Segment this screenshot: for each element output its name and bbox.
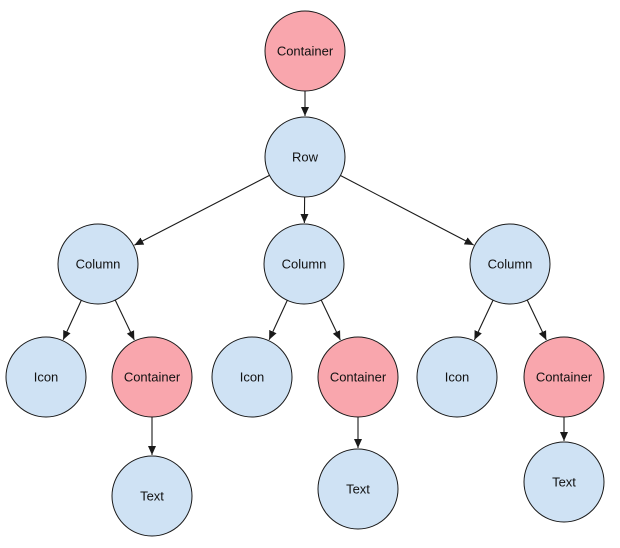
node-circle bbox=[523, 336, 605, 418]
edge-arrow bbox=[62, 300, 82, 340]
edge-column-2-to-icon-2 bbox=[268, 300, 288, 340]
node-circle bbox=[264, 116, 346, 198]
node-text-3: Text bbox=[523, 441, 605, 523]
node-circle bbox=[211, 336, 293, 418]
edge-arrow bbox=[526, 299, 547, 341]
node-label: Text bbox=[140, 489, 164, 504]
edge-arrow bbox=[134, 174, 270, 246]
node-circle bbox=[57, 223, 139, 305]
node-label: Column bbox=[282, 257, 327, 272]
node-circle bbox=[523, 441, 605, 523]
node-row: Row bbox=[264, 116, 346, 198]
node-label: Icon bbox=[34, 370, 59, 385]
node-text-1: Text bbox=[111, 455, 193, 537]
edges bbox=[62, 91, 568, 455]
node-label: Text bbox=[346, 482, 370, 497]
node-label: Container bbox=[330, 370, 387, 385]
node-container-2: Container bbox=[317, 336, 399, 418]
node-label: Column bbox=[488, 257, 533, 272]
node-label: Icon bbox=[445, 370, 470, 385]
node-label: Container bbox=[124, 370, 181, 385]
node-icon-3: Icon bbox=[416, 336, 498, 418]
edge-arrow bbox=[320, 299, 341, 341]
edge-arrow bbox=[340, 175, 474, 246]
node-circle bbox=[416, 336, 498, 418]
node-circle bbox=[5, 336, 87, 418]
node-circle bbox=[111, 336, 193, 418]
node-circle bbox=[264, 10, 346, 92]
edge-column-3-to-container-3 bbox=[526, 299, 547, 341]
edge-arrow bbox=[473, 299, 494, 341]
edge-column-2-to-container-2 bbox=[320, 299, 341, 341]
edge-arrow bbox=[268, 300, 288, 340]
node-container-3: Container bbox=[523, 336, 605, 418]
node-column-1: Column bbox=[57, 223, 139, 305]
node-label: Text bbox=[552, 475, 576, 490]
edge-arrow bbox=[114, 299, 135, 341]
node-container-1: Container bbox=[111, 336, 193, 418]
node-circle bbox=[317, 448, 399, 530]
node-icon-2: Icon bbox=[211, 336, 293, 418]
node-circle bbox=[317, 336, 399, 418]
edge-column-1-to-icon-1 bbox=[62, 300, 82, 340]
node-label: Row bbox=[292, 150, 319, 165]
edge-row-to-column-3 bbox=[340, 175, 474, 246]
node-label: Icon bbox=[240, 370, 265, 385]
node-label: Container bbox=[277, 44, 334, 59]
node-circle bbox=[469, 223, 551, 305]
node-label: Column bbox=[76, 257, 121, 272]
node-column-2: Column bbox=[263, 223, 345, 305]
edge-row-to-column-1 bbox=[134, 174, 270, 246]
node-circle bbox=[263, 223, 345, 305]
node-container-root: Container bbox=[264, 10, 346, 92]
node-label: Container bbox=[536, 370, 593, 385]
node-column-3: Column bbox=[469, 223, 551, 305]
node-circle bbox=[111, 455, 193, 537]
edge-column-1-to-container-1 bbox=[114, 299, 135, 341]
node-icon-1: Icon bbox=[5, 336, 87, 418]
edge-column-3-to-icon-3 bbox=[473, 299, 494, 341]
node-text-2: Text bbox=[317, 448, 399, 530]
